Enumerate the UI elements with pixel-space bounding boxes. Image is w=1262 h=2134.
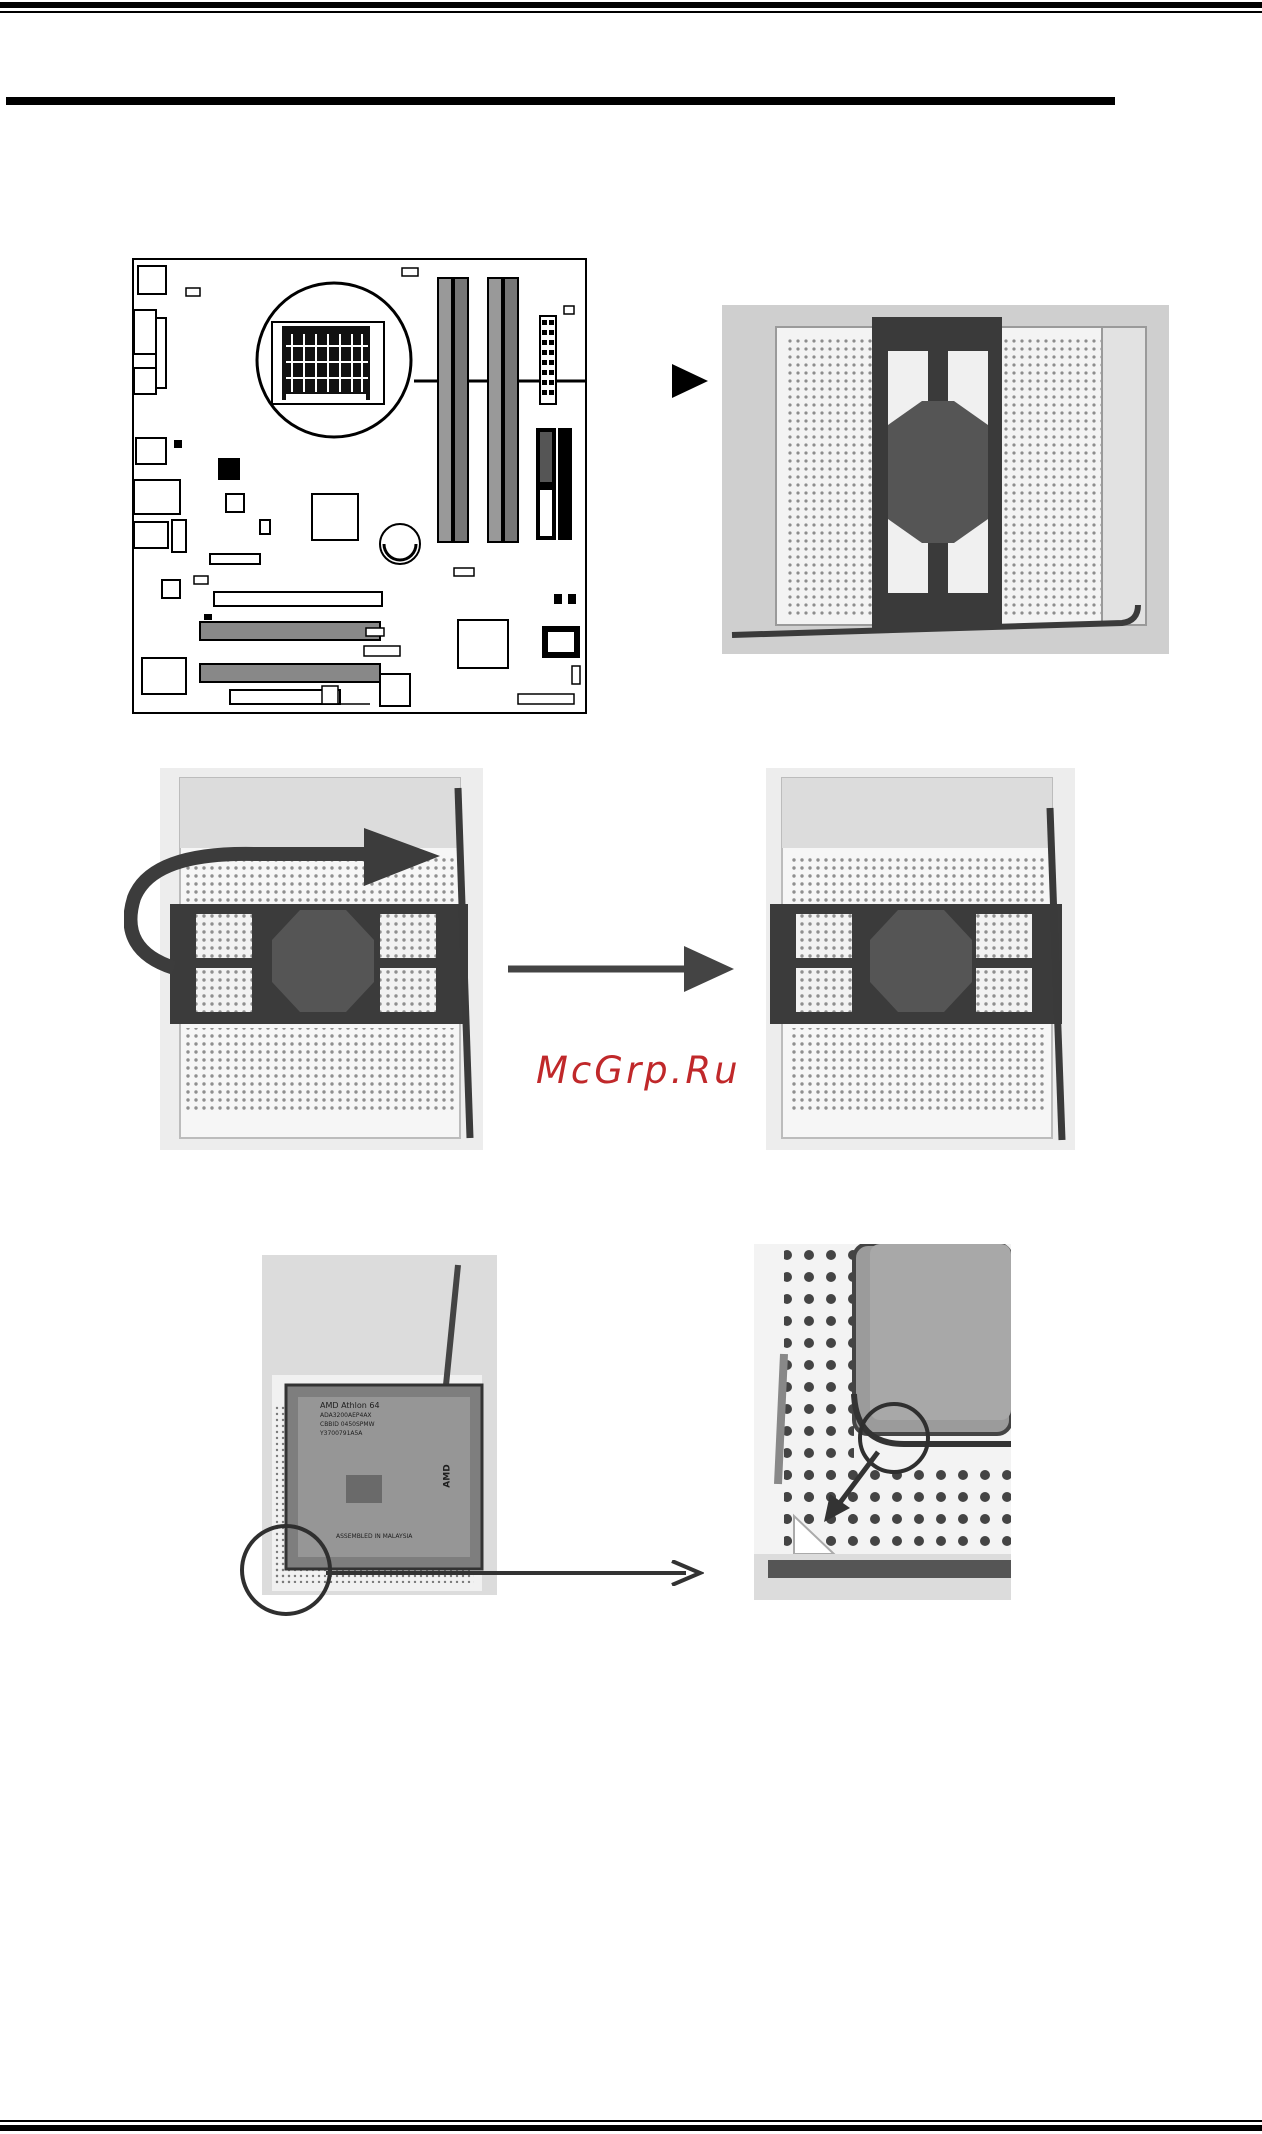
cpu-marking-line1: AMD Athlon 64 [320, 1401, 380, 1410]
socket-lever-side-photo [766, 768, 1075, 1150]
corner-highlight-circle [238, 1522, 334, 1618]
cpu-marking-line3: CBBID 0450SPMW [320, 1421, 375, 1428]
section-rule [6, 97, 1115, 105]
motherboard-layout-diagram [132, 258, 587, 714]
arrow-icon [508, 946, 734, 992]
header-rule-thick [0, 2, 1262, 8]
rotate-arrow-icon [124, 824, 448, 982]
cpu-marking-footer: ASSEMBLED IN MALAYSIA [336, 1533, 412, 1540]
socket-photo-top [722, 305, 1169, 654]
cpu-marking-line4: Y3700791A5A [320, 1430, 362, 1437]
arrow-icon [326, 1560, 704, 1586]
arrow-icon [672, 364, 708, 398]
header-rule-thin [0, 11, 1262, 13]
watermark-text: McGrp.Ru [536, 1046, 766, 1096]
cpu-marking-line2: ADA3200AEP4AX [320, 1412, 372, 1419]
cpu-side-logo: AMD [443, 1464, 453, 1487]
pointer-arrow-icon [818, 1446, 888, 1526]
footer-rule-thin [0, 2120, 1262, 2122]
footer-rule-thick [0, 2125, 1262, 2131]
